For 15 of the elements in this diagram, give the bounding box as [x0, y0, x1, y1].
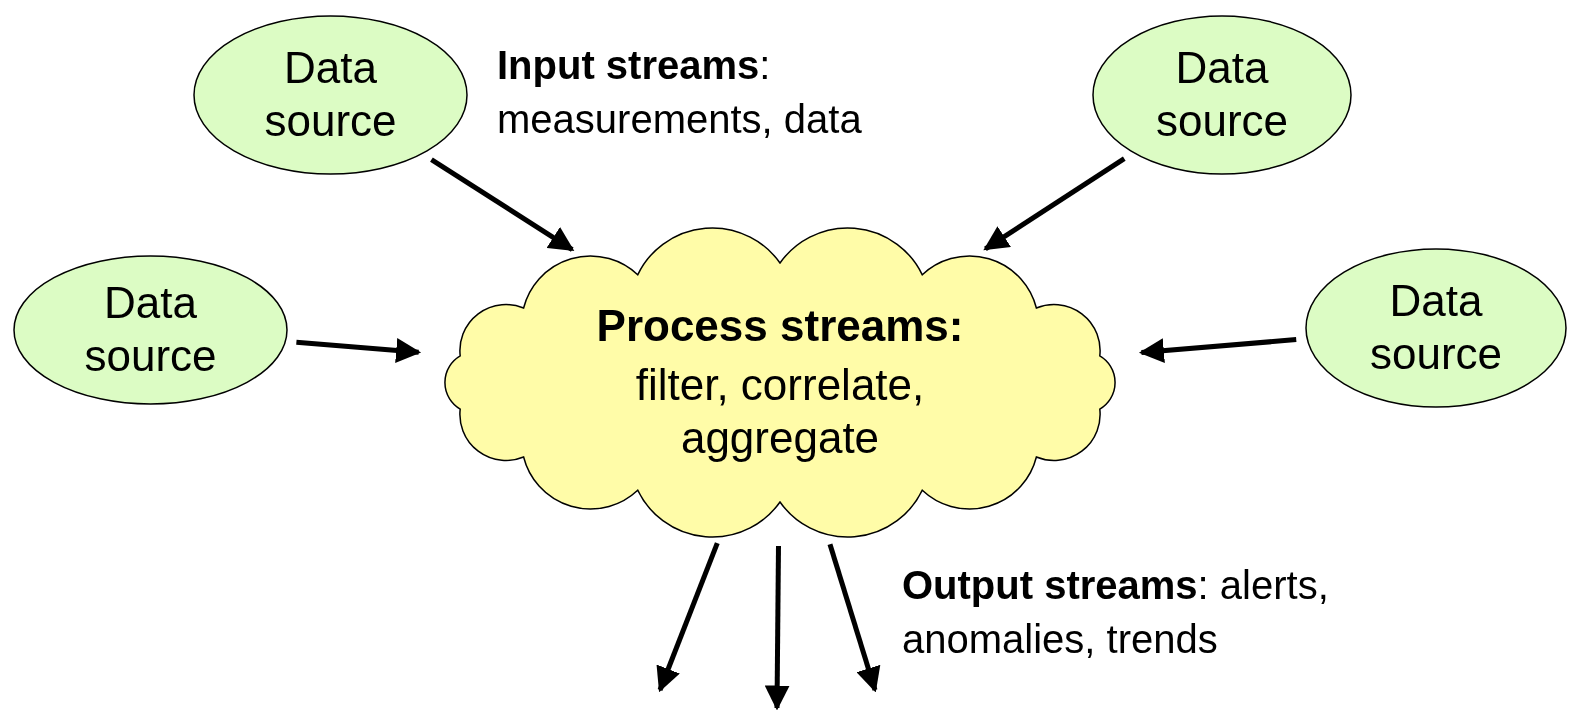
node-label: Data source [1154, 42, 1290, 147]
arrow [656, 542, 720, 693]
node-label: Data source [263, 42, 398, 147]
annotation-text: Input streams: measurements, data [497, 42, 863, 143]
node-label: Data source [83, 277, 218, 382]
arrow [296, 338, 422, 363]
arrow [983, 156, 1126, 251]
node-text: filter, correlate, aggregate [634, 359, 926, 464]
node-label: Data source [1368, 275, 1504, 380]
arrow [430, 157, 575, 252]
arrow [764, 546, 790, 711]
arrow [827, 543, 881, 693]
node-heading: Process streams: [596, 300, 964, 353]
annotation-text: Output streams: alerts, anomalies, trends [902, 562, 1330, 663]
arrow [1138, 337, 1297, 364]
